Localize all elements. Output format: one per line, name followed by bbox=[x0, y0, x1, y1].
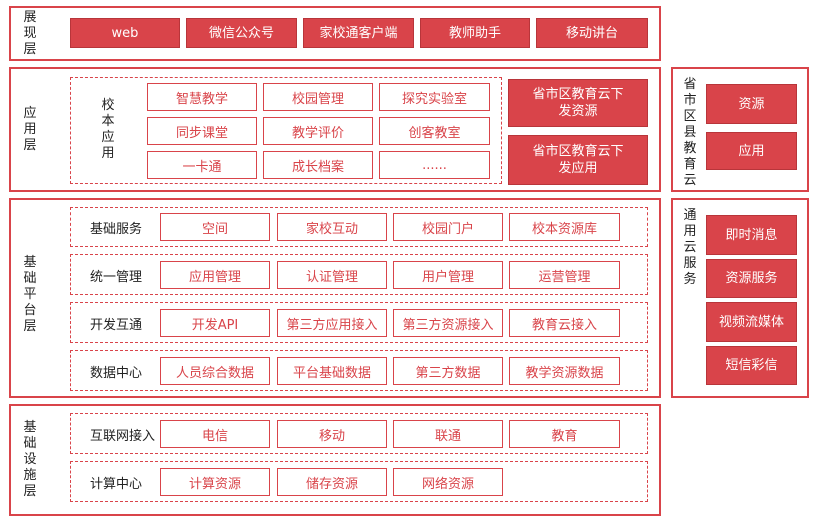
platform-row-label: 基础服务 bbox=[90, 221, 143, 237]
presentation-item[interactable]: 家校通客户端 bbox=[303, 18, 414, 48]
school-app-item[interactable]: ...... bbox=[379, 151, 490, 179]
cloud-issued-resources[interactable]: 省市区教育云下发资源 bbox=[508, 79, 648, 127]
infra-row-box bbox=[70, 461, 648, 502]
platform-row-box bbox=[70, 254, 648, 295]
platform-item[interactable]: 空间 bbox=[160, 213, 270, 241]
presentation-item[interactable]: web bbox=[70, 18, 180, 48]
platform-item[interactable]: 教育云接入 bbox=[509, 309, 620, 337]
presentation-item[interactable]: 移动讲台 bbox=[536, 18, 648, 48]
infra-item[interactable]: 联通 bbox=[393, 420, 503, 448]
platform-item[interactable]: 认证管理 bbox=[277, 261, 387, 289]
platform-item[interactable]: 运营管理 bbox=[509, 261, 620, 289]
platform-row-box bbox=[70, 302, 648, 343]
platform-item[interactable]: 人员综合数据 bbox=[160, 357, 270, 385]
platform-row-label: 统一管理 bbox=[90, 269, 143, 285]
platform-row-box bbox=[70, 207, 648, 247]
school-app-item[interactable]: 一卡通 bbox=[147, 151, 257, 179]
general-cloud-item[interactable]: 即时消息 bbox=[706, 215, 797, 255]
platform-item[interactable]: 教学资源数据 bbox=[509, 357, 620, 385]
infra-item[interactable]: 网络资源 bbox=[393, 468, 503, 496]
platform-item[interactable]: 第三方数据 bbox=[393, 357, 503, 385]
presentation-item[interactable]: 微信公众号 bbox=[186, 18, 297, 48]
general-cloud-item[interactable]: 视频流媒体 bbox=[706, 302, 797, 342]
platform-row-box bbox=[70, 350, 648, 391]
school-app-item[interactable]: 同步课堂 bbox=[147, 117, 257, 145]
platform-item[interactable]: 用户管理 bbox=[393, 261, 503, 289]
platform-item[interactable]: 校本资源库 bbox=[509, 213, 620, 241]
school-apps-box bbox=[70, 77, 502, 184]
provincial-cloud-apps[interactable]: 应用 bbox=[706, 132, 797, 170]
infra-row-label: 计算中心 bbox=[90, 476, 143, 492]
platform-item[interactable]: 家校互动 bbox=[277, 213, 387, 241]
general-cloud-item[interactable]: 资源服务 bbox=[706, 259, 797, 298]
general-cloud-item[interactable]: 短信彩信 bbox=[706, 346, 797, 385]
school-app-item[interactable]: 探究实验室 bbox=[379, 83, 490, 111]
infrastructure-layer-label: 基础设施层 bbox=[23, 420, 37, 499]
infra-row-label: 互联网接入 bbox=[90, 428, 156, 444]
school-app-item[interactable]: 校园管理 bbox=[263, 83, 373, 111]
platform-item[interactable]: 应用管理 bbox=[160, 261, 270, 289]
provincial-cloud-label: 省市区县教育云 bbox=[683, 77, 697, 188]
presentation-layer-label: 展现层 bbox=[23, 10, 37, 57]
presentation-item[interactable]: 教师助手 bbox=[420, 18, 530, 48]
platform-item[interactable]: 第三方应用接入 bbox=[277, 309, 387, 337]
platform-item[interactable]: 开发API bbox=[160, 309, 270, 337]
provincial-cloud-resources[interactable]: 资源 bbox=[706, 84, 797, 124]
school-app-item[interactable]: 成长档案 bbox=[263, 151, 373, 179]
school-apps-label: 校本应用 bbox=[101, 98, 115, 161]
infra-item[interactable]: 移动 bbox=[277, 420, 387, 448]
platform-item[interactable]: 校园门户 bbox=[393, 213, 503, 241]
school-app-item[interactable]: 教学评价 bbox=[263, 117, 373, 145]
platform-item[interactable]: 平台基础数据 bbox=[277, 357, 387, 385]
application-layer-label: 应用层 bbox=[23, 106, 37, 153]
platform-layer-label: 基础平台层 bbox=[23, 255, 37, 334]
infra-item[interactable]: 电信 bbox=[160, 420, 270, 448]
general-cloud-label: 通用云服务 bbox=[683, 208, 697, 287]
platform-row-label: 开发互通 bbox=[90, 317, 143, 333]
platform-row-label: 数据中心 bbox=[90, 365, 143, 381]
infra-item[interactable]: 教育 bbox=[509, 420, 620, 448]
infra-item[interactable]: 储存资源 bbox=[277, 468, 387, 496]
infra-item[interactable]: 计算资源 bbox=[160, 468, 270, 496]
school-app-item[interactable]: 创客教室 bbox=[379, 117, 490, 145]
infra-row-box bbox=[70, 413, 648, 454]
cloud-issued-apps[interactable]: 省市区教育云下发应用 bbox=[508, 135, 648, 185]
school-app-item[interactable]: 智慧教学 bbox=[147, 83, 257, 111]
platform-item[interactable]: 第三方资源接入 bbox=[393, 309, 503, 337]
